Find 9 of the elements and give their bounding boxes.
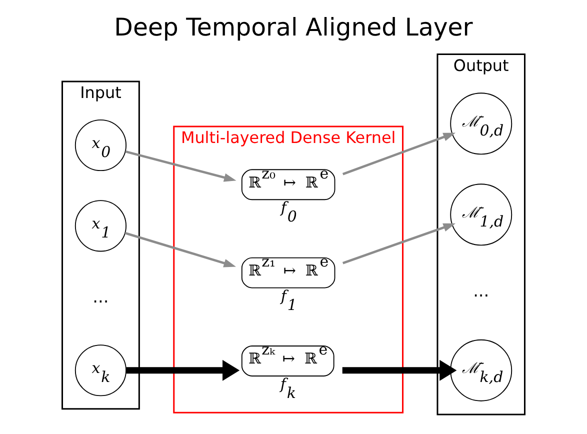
label: ... xyxy=(473,280,490,301)
label: ... xyxy=(92,286,109,306)
arrow xyxy=(342,223,456,264)
arrow xyxy=(342,132,456,176)
arrow xyxy=(342,360,457,381)
arrow xyxy=(126,360,240,381)
arrow xyxy=(124,232,236,268)
arrow xyxy=(125,150,236,182)
diagram-title: Deep Temporal Aligned Layer xyxy=(114,12,473,42)
